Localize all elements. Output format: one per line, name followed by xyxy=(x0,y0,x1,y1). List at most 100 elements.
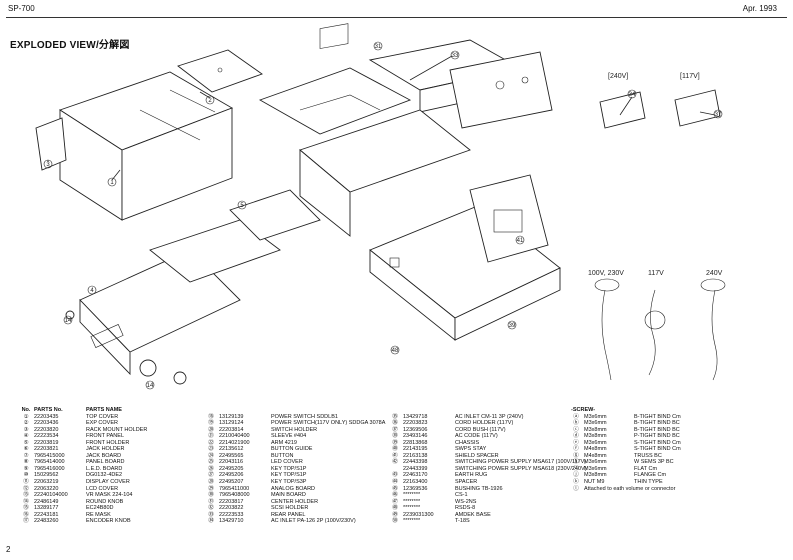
rear-panel-drawing xyxy=(368,39,553,129)
svg-text:39: 39 xyxy=(509,323,516,329)
model-label: SP-700 xyxy=(8,4,35,13)
label-240v-cord: 240V xyxy=(706,270,723,277)
svg-text:41: 41 xyxy=(517,238,524,244)
rack-holder-drawing xyxy=(35,117,67,171)
parts-header: No.PARTS No. PARTS NAME xyxy=(21,407,122,413)
svg-text:37: 37 xyxy=(715,112,722,118)
header-rule xyxy=(6,17,787,18)
label-240v: [240V] xyxy=(608,73,628,80)
svg-text:3: 3 xyxy=(46,162,50,168)
page-number: 2 xyxy=(6,545,11,554)
front-panel-drawing xyxy=(79,189,321,376)
svg-text:14: 14 xyxy=(65,318,72,324)
parts-row: ㊿********T-18S xyxy=(392,518,470,525)
label-117v-cord: 117V xyxy=(648,270,664,277)
label-100-230v: 100V, 230V xyxy=(588,270,624,277)
svg-text:4: 4 xyxy=(90,288,94,294)
svg-text:34: 34 xyxy=(629,92,636,98)
svg-text:2: 2 xyxy=(208,98,212,104)
screw-header: -SCREW- xyxy=(571,407,596,413)
top-cover-drawing xyxy=(58,71,234,221)
parts-row: ㊽********RSDS-8 xyxy=(392,505,476,512)
callouts: 1 2 3 4 5 31 33 34 37 41 39 48 14 14 xyxy=(43,41,723,390)
date-label: Apr. 1993 xyxy=(742,4,777,13)
exploded-view-diagram: 1 2 3 4 5 31 33 34 37 41 39 48 14 14 [24… xyxy=(35,23,726,390)
knobs-drawing xyxy=(65,310,187,385)
label-117v: [117V] xyxy=(680,73,700,80)
parts-row: ㊼********WS-2NS xyxy=(392,498,477,505)
parts-row: ㊻********CS-1 xyxy=(392,492,468,499)
svg-text:14: 14 xyxy=(147,383,154,389)
svg-text:33: 33 xyxy=(452,53,459,59)
page-title: EXPLODED VIEW/分解図 xyxy=(10,40,130,51)
svg-text:1: 1 xyxy=(110,180,114,186)
power-cord-drawing xyxy=(594,89,726,381)
svg-text:31: 31 xyxy=(375,44,382,50)
power-supply-drawing xyxy=(469,174,549,263)
svg-text:48: 48 xyxy=(392,348,399,354)
main-board-drawing xyxy=(258,23,412,135)
